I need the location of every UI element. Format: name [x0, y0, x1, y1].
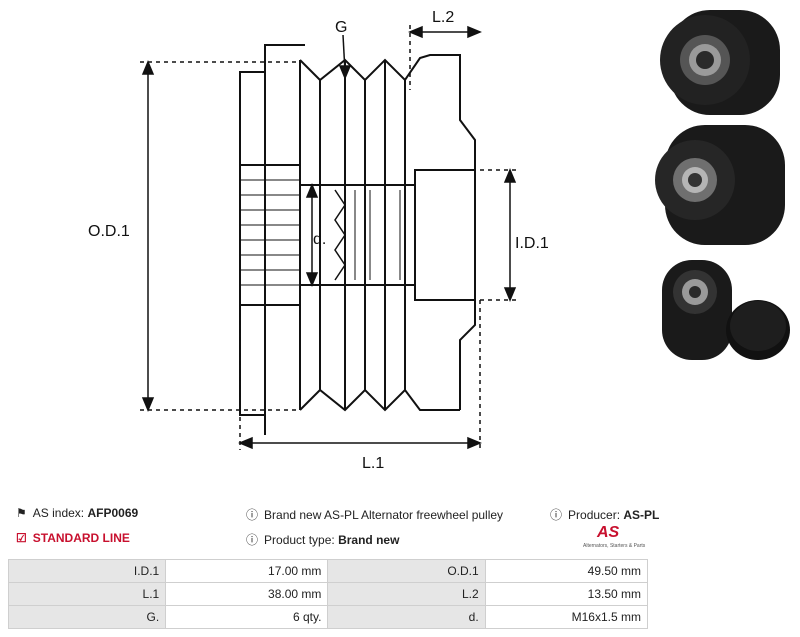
as-pl-logo: AS Alternators, Starters & Parts — [583, 524, 653, 554]
producer: ⓘ Producer: AS-PL — [550, 506, 659, 523]
table-row: L.1 38.00 mm L.2 13.50 mm — [7, 582, 649, 606]
technical-drawing: G L.2 O.D.1 d. I.D.1 L.1 — [88, 9, 549, 472]
as-index: ⚑ AS index: AFP0069 — [16, 506, 138, 520]
l1-label: L.1 — [362, 455, 384, 472]
producer-label: Producer: — [568, 507, 621, 522]
product-type-value: Brand new — [338, 532, 400, 547]
as-index-label: AS index: — [32, 506, 85, 520]
d-label: d. — [313, 231, 326, 248]
product-type: ⓘ Product type: Brand new — [246, 531, 399, 548]
table-row: I.D.1 17.00 mm O.D.1 49.50 mm — [7, 559, 649, 583]
product-description: ⓘ Brand new AS-PL Alternator freewheel p… — [246, 506, 503, 523]
logo-subtitle: Alternators, Starters & Parts — [583, 543, 646, 549]
spec-key: L.1 — [7, 582, 167, 606]
spec-table: I.D.1 17.00 mm O.D.1 49.50 mm L.1 38.00 … — [7, 559, 649, 629]
producer-value: AS-PL — [623, 507, 660, 522]
spec-value: 49.50 mm — [484, 559, 649, 583]
standard-line-label: STANDARD LINE — [32, 531, 130, 545]
product-type-label: Product type: — [264, 532, 335, 547]
spec-value: M16x1.5 mm — [484, 605, 649, 629]
as-index-value: AFP0069 — [87, 506, 139, 520]
tag-icon: ⚑ — [16, 506, 27, 520]
groove-label: G — [335, 19, 347, 36]
spec-key: L.2 — [327, 582, 486, 606]
description-text: Brand new AS-PL Alternator freewheel pul… — [264, 507, 504, 522]
info-icon: ⓘ — [246, 533, 259, 547]
logo-mark: AS — [597, 524, 620, 541]
product-photos — [655, 10, 790, 360]
pulley-photo-front — [660, 10, 780, 115]
spec-value: 38.00 mm — [165, 582, 329, 606]
spec-key: d. — [327, 605, 486, 629]
spec-key: G. — [7, 605, 167, 629]
spec-key: I.D.1 — [7, 559, 167, 583]
spec-value: 17.00 mm — [165, 559, 329, 583]
spec-value: 6 qty. — [165, 605, 329, 629]
od-label: O.D.1 — [88, 223, 130, 240]
l2-label: L.2 — [432, 9, 454, 26]
info-icon: ⓘ — [246, 508, 259, 522]
spec-value: 13.50 mm — [484, 582, 649, 606]
pulley-photo-with-cap — [662, 260, 790, 360]
spec-key: O.D.1 — [327, 559, 486, 583]
pulley-photo-side — [655, 125, 785, 245]
info-icon: ⓘ — [550, 508, 563, 522]
product-info: ⚑ AS index: AFP0069 ⓘ Brand new AS-PL Al… — [0, 500, 800, 560]
table-row: G. 6 qty. d. M16x1.5 mm — [7, 605, 649, 629]
standard-line: ☑ STANDARD LINE — [16, 531, 130, 545]
checkbox-icon: ☑ — [16, 531, 27, 545]
id-label: I.D.1 — [515, 235, 549, 252]
